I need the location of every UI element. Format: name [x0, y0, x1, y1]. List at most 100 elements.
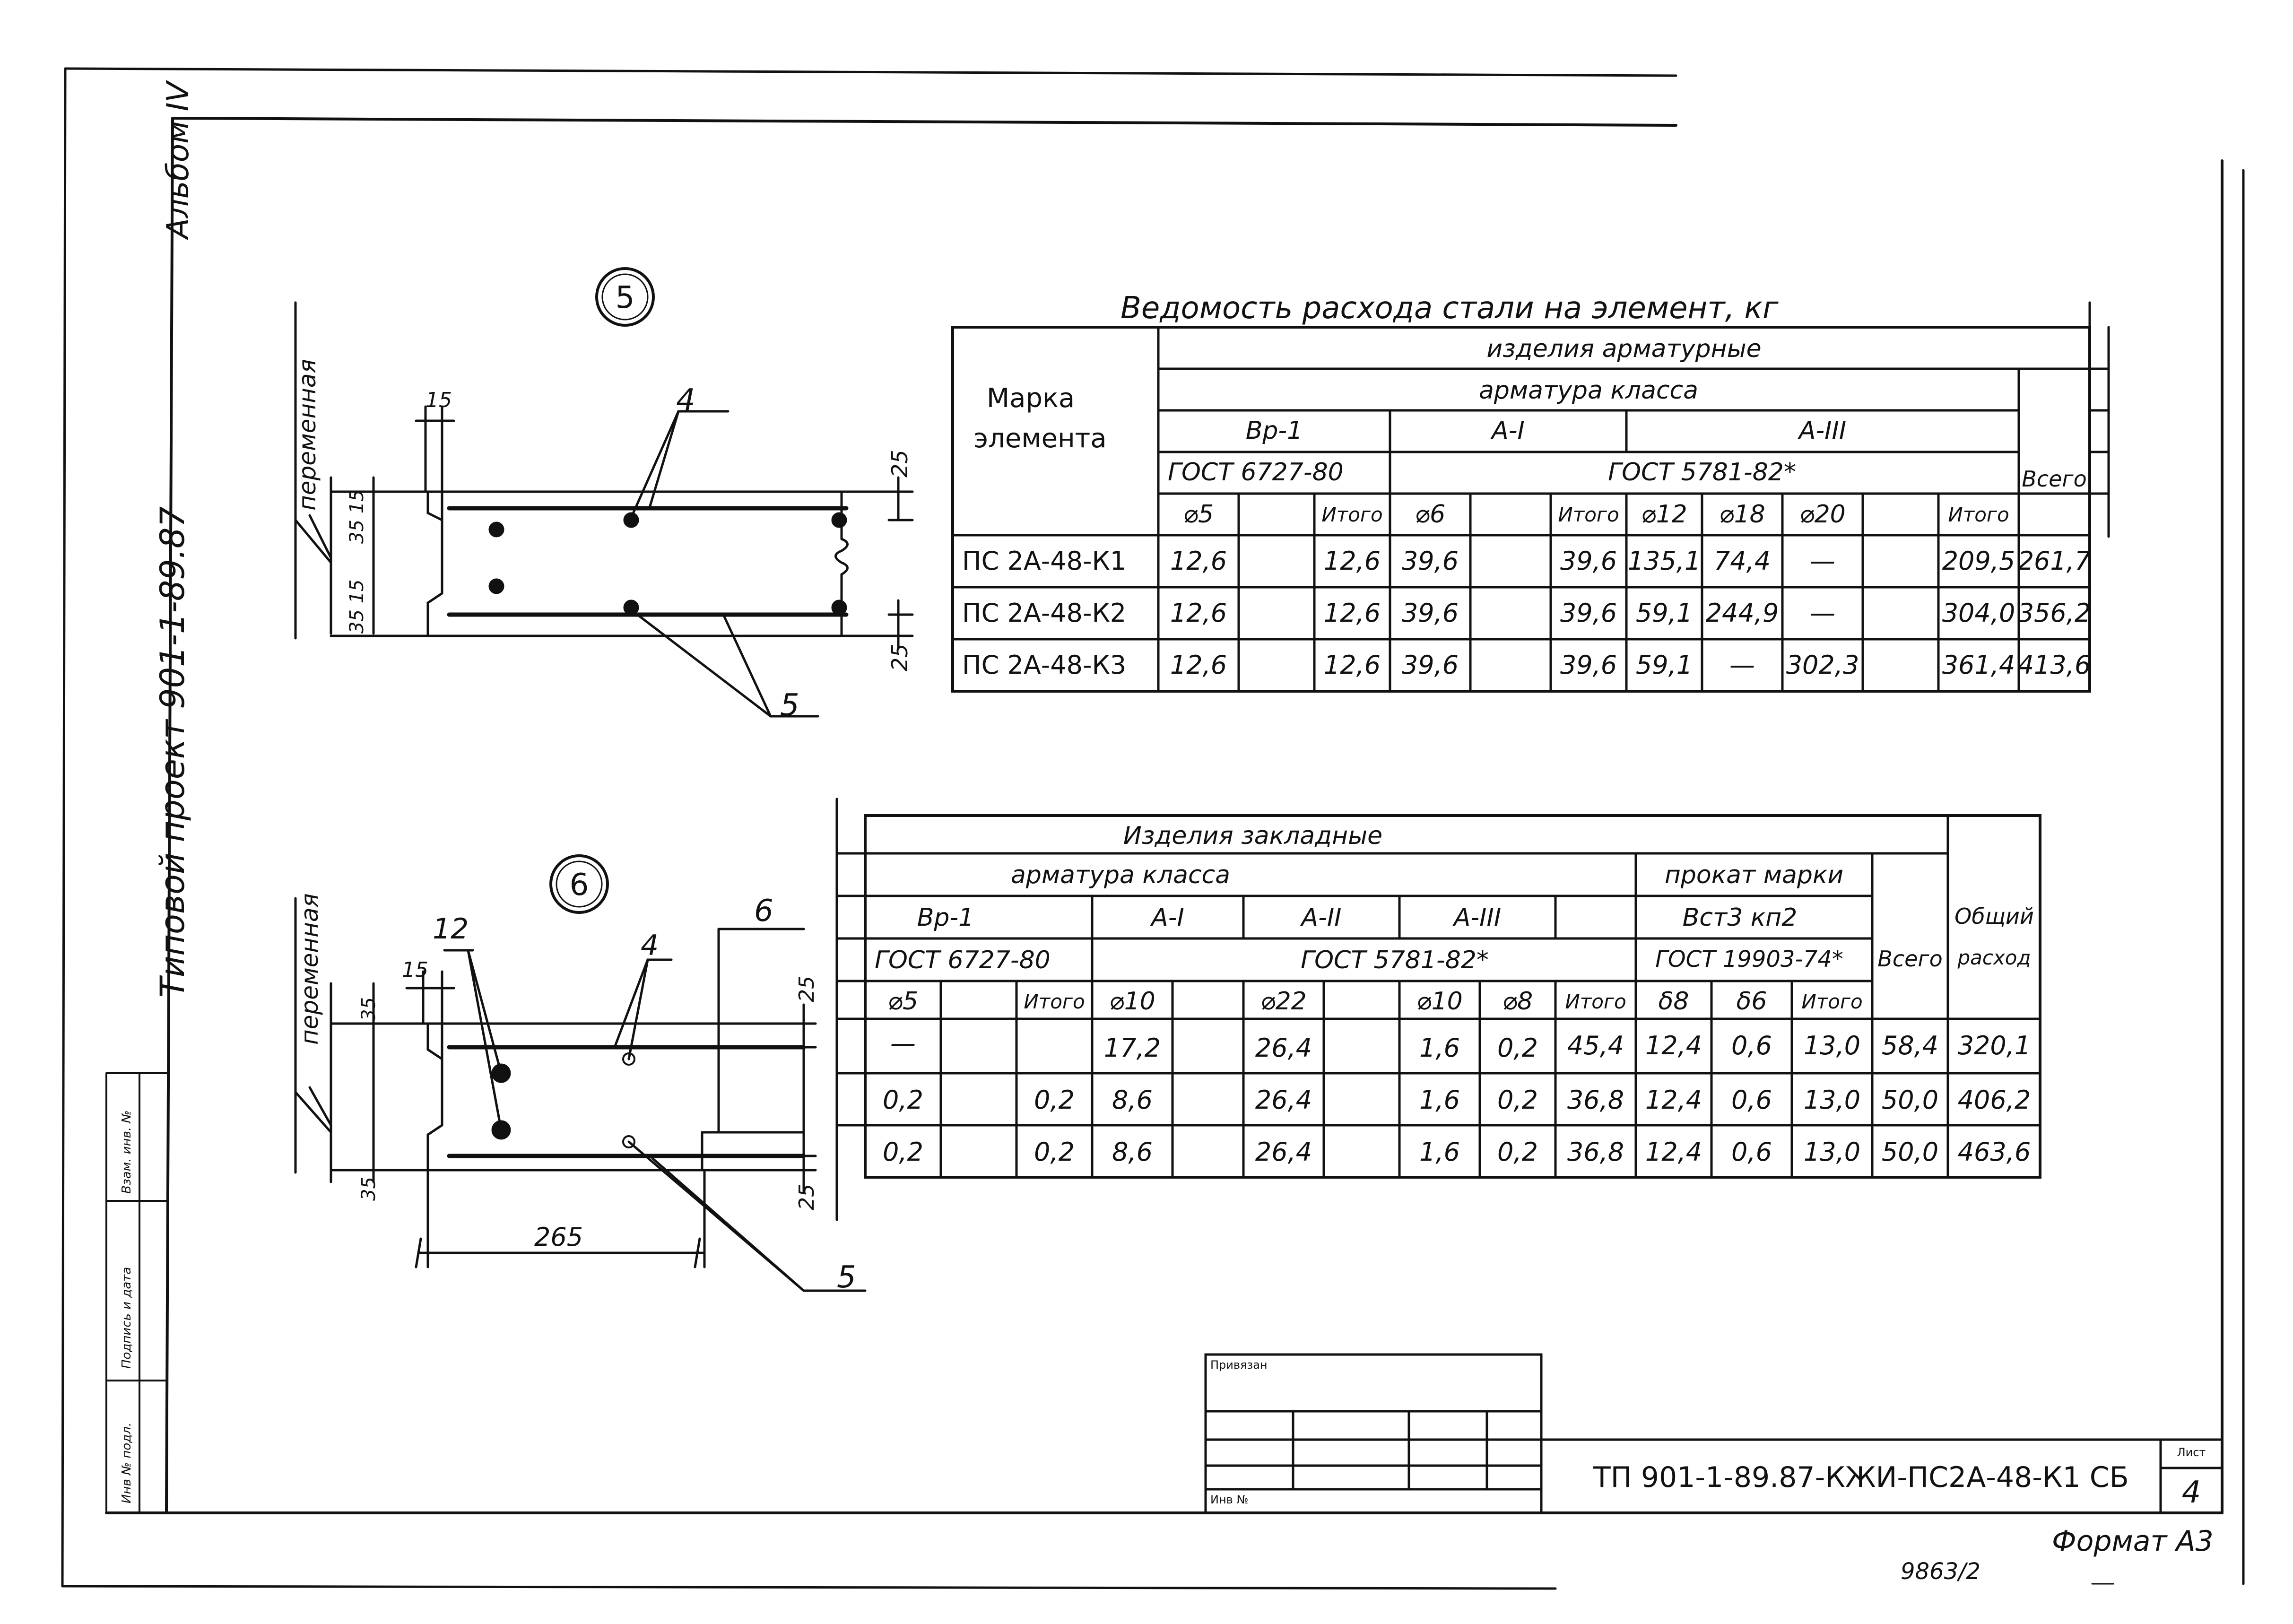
detail-6-dim-35-top: 35 — [358, 997, 380, 1021]
table2-header-total-2: расход — [1957, 946, 2031, 969]
table2-header-izdeliya: Изделия закладные — [1123, 822, 1383, 850]
detail-5-dim-25-bottom: 25 — [887, 643, 912, 671]
table1-col-d5: ⌀5 — [1183, 500, 1214, 529]
table1-header-marka: Марка — [986, 383, 1075, 414]
detail-6-callout: 6 — [569, 868, 589, 903]
stamp-label-podpis: Подпись и дата — [120, 1267, 134, 1369]
table2-col-itogo-3: Итого — [1801, 990, 1863, 1013]
detail-5-drawing — [294, 267, 914, 718]
format-label: Формат А3 — [2052, 1525, 2214, 1558]
table2-header-total-1: Общий — [1954, 903, 2034, 929]
table1-col-d6: ⌀6 — [1415, 500, 1446, 529]
table2-header-vst: Вст3 кп2 — [1682, 903, 1798, 932]
table2-col-d10b: ⌀10 — [1416, 987, 1463, 1016]
table2-header-prokat: прокат марки — [1664, 861, 1844, 889]
table1-cell: 59,1 — [1635, 598, 1693, 628]
table1-col-d18: ⌀18 — [1719, 500, 1765, 529]
table1-col-itogo-1: Итого — [1321, 503, 1383, 526]
table1-cell: 12,6 — [1170, 650, 1227, 680]
table2-header-gost-5781: ГОСТ 5781-82* — [1301, 946, 1489, 974]
table1-cell-mark: ПС 2А-48-К3 — [962, 650, 1127, 680]
title-block-privyazan: Привязан — [1210, 1358, 1268, 1372]
table2-cell: 50,0 — [1881, 1137, 1939, 1167]
table2-grid — [835, 798, 2041, 1221]
table1-header-gost-5781: ГОСТ 5781-82* — [1608, 458, 1796, 486]
table1-cell: 209,5 — [1942, 546, 2015, 576]
table2-cell: 36,8 — [1567, 1085, 1624, 1115]
table1-col-itogo-3: Итого — [1948, 503, 2009, 526]
table1-cell: 12,6 — [1323, 650, 1381, 680]
table1-title: Ведомость расхода стали на элемент, кг — [1120, 291, 1779, 326]
table2-cell: 0,6 — [1731, 1137, 1772, 1167]
table1-col-d12: ⌀12 — [1641, 500, 1687, 529]
detail-6-drawing — [294, 854, 867, 1292]
table2-header-gost-19903: ГОСТ 19903-74* — [1655, 946, 1843, 973]
outer-frame — [61, 67, 2245, 1590]
table2-cell: 26,4 — [1255, 1033, 1312, 1063]
detail-6-label-12: 12 — [433, 912, 469, 946]
table1-cell: 39,6 — [1401, 598, 1459, 628]
table1-cell: 12,6 — [1323, 546, 1381, 576]
table1-cell: 244,9 — [1705, 598, 1779, 628]
table1-cell-mark: ПС 2А-48-К2 — [962, 598, 1127, 628]
table1-cell: 12,6 — [1170, 546, 1227, 576]
table2-cell: — — [890, 1028, 916, 1058]
detail-5-dim-left-bottom: 35 15 — [346, 579, 368, 634]
table1-cell: — — [1729, 650, 1755, 680]
table1-header-vr1: Вр-1 — [1245, 417, 1303, 445]
stamp-label-inv-podl: Инв № подл. — [120, 1422, 134, 1503]
table2-header-vr1: Вр-1 — [917, 903, 974, 932]
table1-cell: 39,6 — [1401, 650, 1459, 680]
detail-5-label-4: 4 — [676, 383, 695, 418]
project-label: Типовой проект 901-1-89.87 — [153, 506, 192, 998]
detail-6-dim-265: 265 — [534, 1222, 583, 1252]
table1-header-elementa: элемента — [973, 423, 1107, 454]
title-block-inv-no: Инв № — [1210, 1493, 1249, 1506]
title-block-grid — [1204, 1353, 2224, 1514]
table2-cell: 1,6 — [1419, 1137, 1460, 1167]
table2-cell: 0,2 — [1497, 1033, 1538, 1063]
table2-cell: 0,2 — [883, 1085, 923, 1115]
table2-cell: 406,2 — [1957, 1085, 2031, 1115]
detail-6-dim-25-top: 25 — [795, 976, 819, 1002]
table1-cell: 39,6 — [1560, 650, 1617, 680]
table1-cell: 59,1 — [1635, 650, 1693, 680]
table2-cell: 45,4 — [1567, 1031, 1624, 1060]
table1-cell: 356,2 — [2017, 598, 2091, 628]
table2-col-d8: ⌀8 — [1502, 987, 1533, 1016]
table2-cell: 13,0 — [1803, 1085, 1861, 1115]
table2-cell: 0,2 — [1497, 1137, 1538, 1167]
sheet-number: 4 — [2181, 1475, 2201, 1510]
table1-cell: 12,6 — [1170, 598, 1227, 628]
table1-header-a3: А-III — [1798, 417, 1847, 445]
table2-cell: 26,4 — [1255, 1137, 1312, 1167]
table1-cell: 413,6 — [2017, 650, 2091, 680]
table1-col-itogo-2: Итого — [1558, 503, 1619, 526]
detail-5-dim-left-top: 35 15 — [346, 489, 368, 544]
detail-5-callout: 5 — [615, 280, 635, 315]
left-stamp-lines — [105, 1072, 167, 1514]
document-code: ТП 901-1-89.87-КЖИ-ПС2А-48-К1 СБ — [1593, 1461, 2129, 1494]
detail-6-dim-25-bottom: 25 — [795, 1184, 819, 1210]
table1-col-d20: ⌀20 — [1799, 500, 1846, 529]
table1-cell: 261,7 — [2017, 546, 2091, 576]
table2-cell: 12,4 — [1645, 1031, 1702, 1060]
table1-cell: — — [1810, 546, 1835, 576]
table2-cell: 36,8 — [1567, 1137, 1624, 1167]
table2-cell: 0,2 — [1034, 1137, 1075, 1167]
table1-header-gost-6727: ГОСТ 6727-80 — [1168, 458, 1344, 486]
table2-header-a3: А-III — [1453, 903, 1502, 932]
table2-col-t8: δ8 — [1658, 987, 1689, 1016]
table2-cell: 50,0 — [1881, 1085, 1939, 1115]
table2-header-a2: А-II — [1301, 903, 1342, 932]
table1-cell-mark: ПС 2А-48-К1 — [962, 546, 1127, 576]
table2-header-vsego: Всего — [1877, 946, 1943, 972]
detail-6-dim-15: 15 — [402, 958, 428, 982]
detail-5-variable-label: переменная — [294, 359, 321, 511]
detail-5-label-5: 5 — [780, 688, 799, 723]
table2-cell: 1,6 — [1419, 1033, 1460, 1063]
detail-6-label-6: 6 — [754, 894, 773, 929]
table2-cell: 320,1 — [1957, 1031, 2031, 1060]
table1-cell: 39,6 — [1560, 598, 1617, 628]
